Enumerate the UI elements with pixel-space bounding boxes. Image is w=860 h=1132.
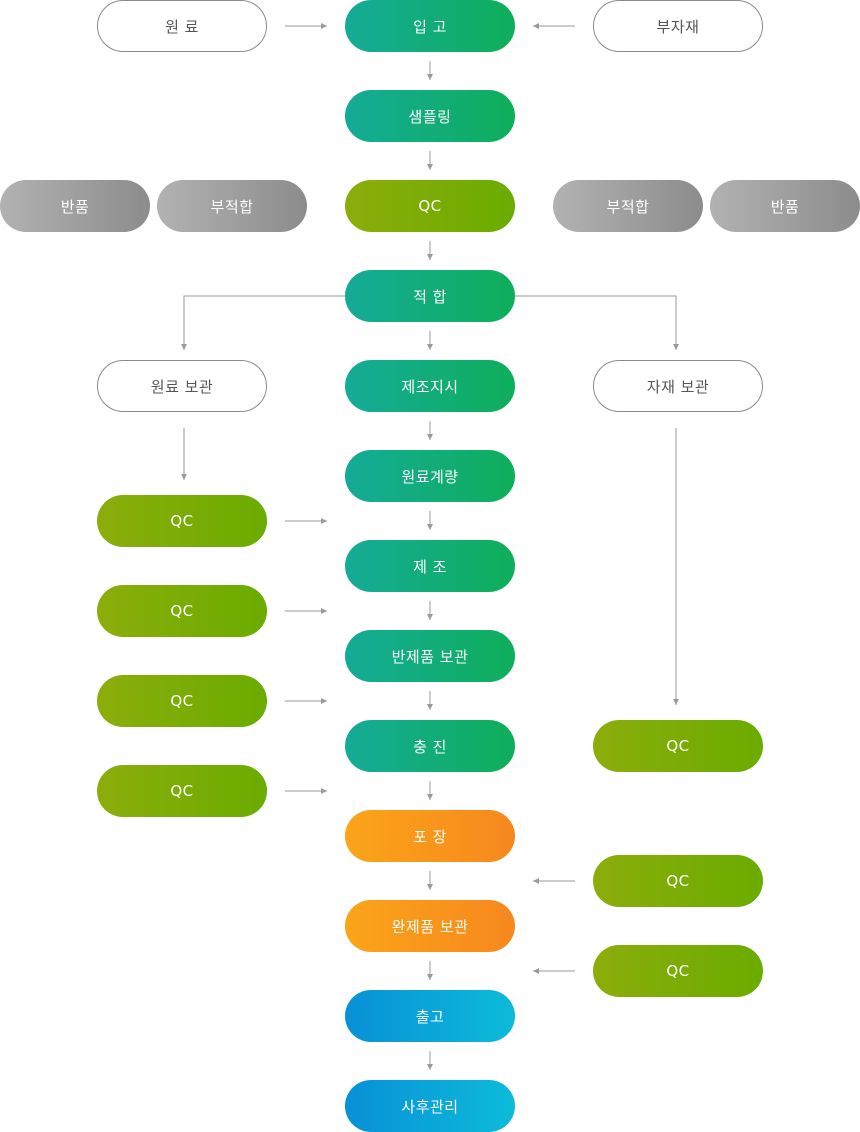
arrow-conform-to-raw-storage: [181, 295, 345, 350]
node-production-order: 제조지시: [345, 360, 515, 412]
node-filling: 충 진: [345, 720, 515, 772]
node-label: 부적합: [606, 197, 650, 216]
node-raw-storage: 원료 보관: [97, 360, 267, 412]
node-label: 제조지시: [401, 377, 459, 396]
node-qc-left-2: QC: [97, 585, 267, 637]
node-label: 포 장: [413, 827, 447, 846]
node-label: QC: [170, 602, 194, 620]
node-label: QC: [170, 512, 194, 530]
node-raw-material: 원 료: [97, 0, 267, 52]
node-sampling: 샘플링: [345, 90, 515, 142]
node-finished-storage: 완제품 보관: [345, 900, 515, 952]
node-qc-right-3: QC: [593, 945, 763, 997]
arrow-conform-to-material-storage: [515, 295, 679, 350]
node-label: 자재 보관: [646, 377, 710, 396]
node-shipping: 출고: [345, 990, 515, 1042]
node-label: 적 합: [413, 287, 447, 306]
node-packaging: 포 장: [345, 810, 515, 862]
node-label: QC: [666, 962, 690, 980]
node-label: QC: [170, 692, 194, 710]
node-label: 원료 보관: [150, 377, 214, 396]
node-nonconform-left: 부적합: [157, 180, 307, 232]
node-label: QC: [666, 737, 690, 755]
node-conform: 적 합: [345, 270, 515, 322]
node-label: 충 진: [413, 737, 447, 756]
node-label: 부적합: [210, 197, 254, 216]
node-qc-left-3: QC: [97, 675, 267, 727]
node-label: 제 조: [413, 557, 447, 576]
node-qc-main: QC: [345, 180, 515, 232]
node-label: QC: [418, 197, 442, 215]
node-return-right: 반품: [710, 180, 860, 232]
node-label: 원료계량: [401, 467, 459, 486]
node-label: 완제품 보관: [391, 917, 469, 936]
node-label: 사후관리: [401, 1097, 459, 1116]
node-manufacturing: 제 조: [345, 540, 515, 592]
node-return-left: 반품: [0, 180, 150, 232]
node-sub-material: 부자재: [593, 0, 763, 52]
node-nonconform-right: 부적합: [553, 180, 703, 232]
node-label: 샘플링: [408, 107, 452, 126]
node-label: 반품: [770, 197, 800, 216]
node-label: 입 고: [413, 17, 447, 36]
node-label: QC: [666, 872, 690, 890]
node-label: 반품: [60, 197, 90, 216]
node-receiving: 입 고: [345, 0, 515, 52]
node-label: 부자재: [656, 17, 700, 36]
node-material-storage: 자재 보관: [593, 360, 763, 412]
node-after-service: 사후관리: [345, 1080, 515, 1132]
node-label: 출고: [415, 1007, 445, 1026]
node-qc-left-1: QC: [97, 495, 267, 547]
node-label: QC: [170, 782, 194, 800]
node-label: 반제품 보관: [391, 647, 469, 666]
node-qc-right-1: QC: [593, 720, 763, 772]
node-qc-left-4: QC: [97, 765, 267, 817]
node-weighing: 원료계량: [345, 450, 515, 502]
node-qc-right-2: QC: [593, 855, 763, 907]
node-label: 원 료: [165, 17, 199, 36]
node-semi-storage: 반제품 보관: [345, 630, 515, 682]
